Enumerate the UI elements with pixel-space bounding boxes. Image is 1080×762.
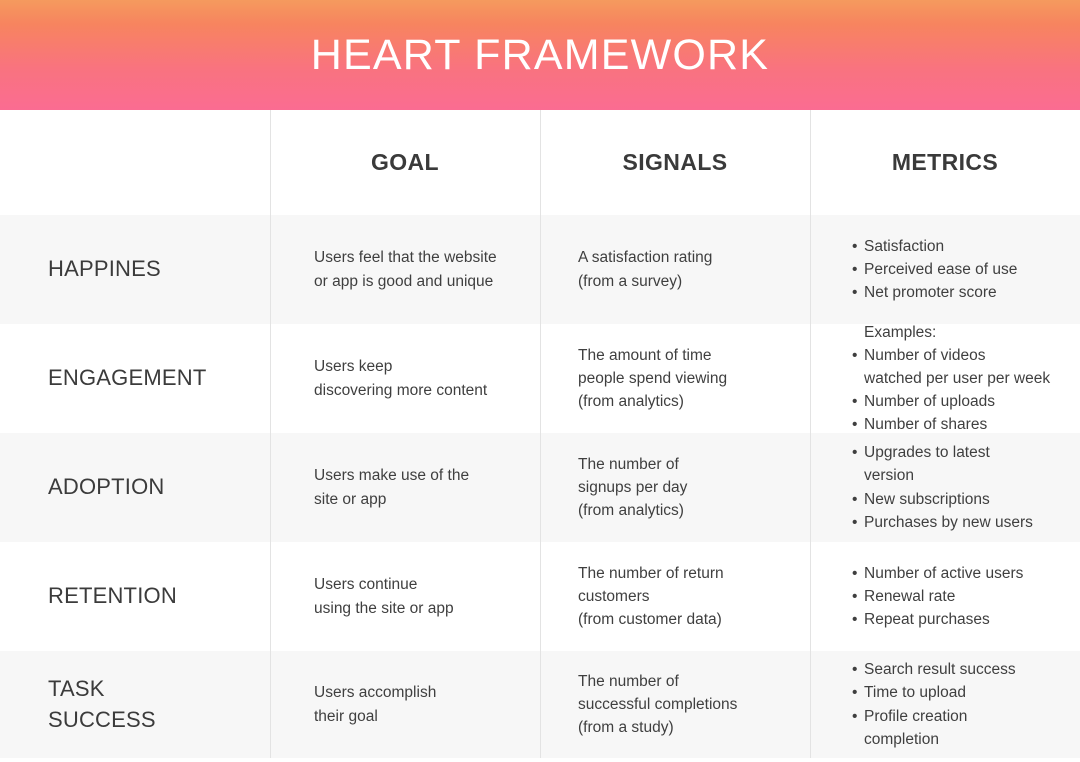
- row-category-label: RETENTION: [48, 583, 177, 609]
- row-goal-text: Users make use of the site or app: [314, 467, 470, 508]
- metrics-list: Examples: Number of videos watched per u…: [852, 321, 1072, 437]
- metric-item: Number of uploads: [852, 390, 1072, 413]
- row-signals-cell: The number of return customers (from cus…: [540, 542, 810, 651]
- row-metrics-cell: Search result success Time to upload Pro…: [810, 651, 1080, 758]
- row-signals-text: The amount of time people spend viewing …: [578, 346, 728, 411]
- metrics-note: Examples:: [864, 323, 937, 341]
- row-goal-cell: Users make use of the site or app: [270, 433, 540, 542]
- metrics-list: Number of active users Renewal rate Repe…: [852, 562, 1072, 631]
- row-goal-cell: Users accomplish their goal: [270, 651, 540, 758]
- column-header-metrics: METRICS: [810, 110, 1080, 215]
- row-category-cell: ADOPTION: [0, 433, 270, 542]
- table-row: HAPPINES Users feel that the website or …: [0, 215, 1080, 324]
- row-category-cell: TASK SUCCESS: [0, 651, 270, 758]
- metric-item: Search result success: [852, 658, 1072, 681]
- column-header-goal: GOAL: [270, 110, 540, 215]
- metric-item: Number of shares: [852, 413, 1072, 436]
- page-title: HEART FRAMEWORK: [310, 30, 770, 79]
- metric-item: Satisfaction: [852, 235, 1072, 258]
- framework-table: GOAL SIGNALS METRICS HAPPINES Users feel…: [0, 110, 1080, 762]
- row-category-label: ENGAGEMENT: [48, 365, 207, 391]
- row-category-cell: ENGAGEMENT: [0, 324, 270, 433]
- metrics-list: Search result success Time to upload Pro…: [852, 658, 1072, 750]
- metrics-list: Satisfaction Perceived ease of use Net p…: [852, 235, 1072, 304]
- row-signals-cell: The number of signups per day (from anal…: [540, 433, 810, 542]
- row-goal-cell: Users continue using the site or app: [270, 542, 540, 651]
- metric-item: Net promoter score: [852, 281, 1072, 304]
- row-signals-cell: The amount of time people spend viewing …: [540, 324, 810, 433]
- metric-item: Renewal rate: [852, 585, 1072, 608]
- table-row: RETENTION Users continue using the site …: [0, 542, 1080, 651]
- row-category-label: TASK SUCCESS: [48, 676, 156, 732]
- table-row: ENGAGEMENT Users keep discovering more c…: [0, 321, 1080, 437]
- column-header-signals: SIGNALS: [540, 110, 810, 215]
- metric-item: Upgrades to latest version: [852, 441, 1072, 487]
- metric-item: Number of active users: [852, 562, 1072, 585]
- row-goal-text: Users feel that the website or app is go…: [314, 249, 497, 290]
- column-header-metrics-label: METRICS: [891, 149, 999, 175]
- row-goal-text: Users accomplish their goal: [314, 684, 437, 725]
- row-goal-cell: Users feel that the website or app is go…: [270, 215, 540, 324]
- row-signals-text: The number of signups per day (from anal…: [578, 455, 688, 520]
- row-metrics-cell: Upgrades to latest version New subscript…: [810, 433, 1080, 542]
- table-header-row: GOAL SIGNALS METRICS: [0, 110, 1080, 215]
- row-signals-text: A satisfaction rating (from a survey): [578, 249, 713, 290]
- metric-item: Perceived ease of use: [852, 258, 1072, 281]
- row-goal-text: Users continue using the site or app: [314, 576, 454, 617]
- row-signals-text: The number of return customers (from cus…: [578, 564, 724, 629]
- row-category-label: HAPPINES: [48, 256, 161, 282]
- row-category-cell: RETENTION: [0, 542, 270, 651]
- row-category-label: ADOPTION: [48, 474, 165, 500]
- row-metrics-cell: Number of active users Renewal rate Repe…: [810, 542, 1080, 651]
- metric-item: Number of videos watched per user per we…: [852, 344, 1072, 390]
- metrics-list: Upgrades to latest version New subscript…: [852, 441, 1072, 533]
- header-corner-cell: [0, 110, 270, 215]
- table-row: TASK SUCCESS Users accomplish their goal…: [0, 651, 1080, 758]
- metric-item: Repeat purchases: [852, 608, 1072, 631]
- row-metrics-cell: Examples: Number of videos watched per u…: [810, 321, 1080, 437]
- metric-item: Time to upload: [852, 681, 1072, 704]
- metric-item: New subscriptions: [852, 488, 1072, 511]
- row-goal-cell: Users keep discovering more content: [270, 324, 540, 433]
- row-signals-cell: The number of successful completions (fr…: [540, 651, 810, 758]
- row-signals-text: The number of successful completions (fr…: [578, 672, 738, 737]
- column-header-signals-label: SIGNALS: [622, 149, 728, 175]
- metric-item: Profile creation completion: [852, 705, 1072, 751]
- row-metrics-cell: Satisfaction Perceived ease of use Net p…: [810, 215, 1080, 324]
- table-row: ADOPTION Users make use of the site or a…: [0, 433, 1080, 542]
- metric-item: Purchases by new users: [852, 511, 1072, 534]
- row-category-cell: HAPPINES: [0, 215, 270, 324]
- row-goal-text: Users keep discovering more content: [314, 358, 488, 399]
- banner: HEART FRAMEWORK: [0, 0, 1080, 110]
- row-signals-cell: A satisfaction rating (from a survey): [540, 215, 810, 324]
- column-header-goal-label: GOAL: [370, 149, 440, 175]
